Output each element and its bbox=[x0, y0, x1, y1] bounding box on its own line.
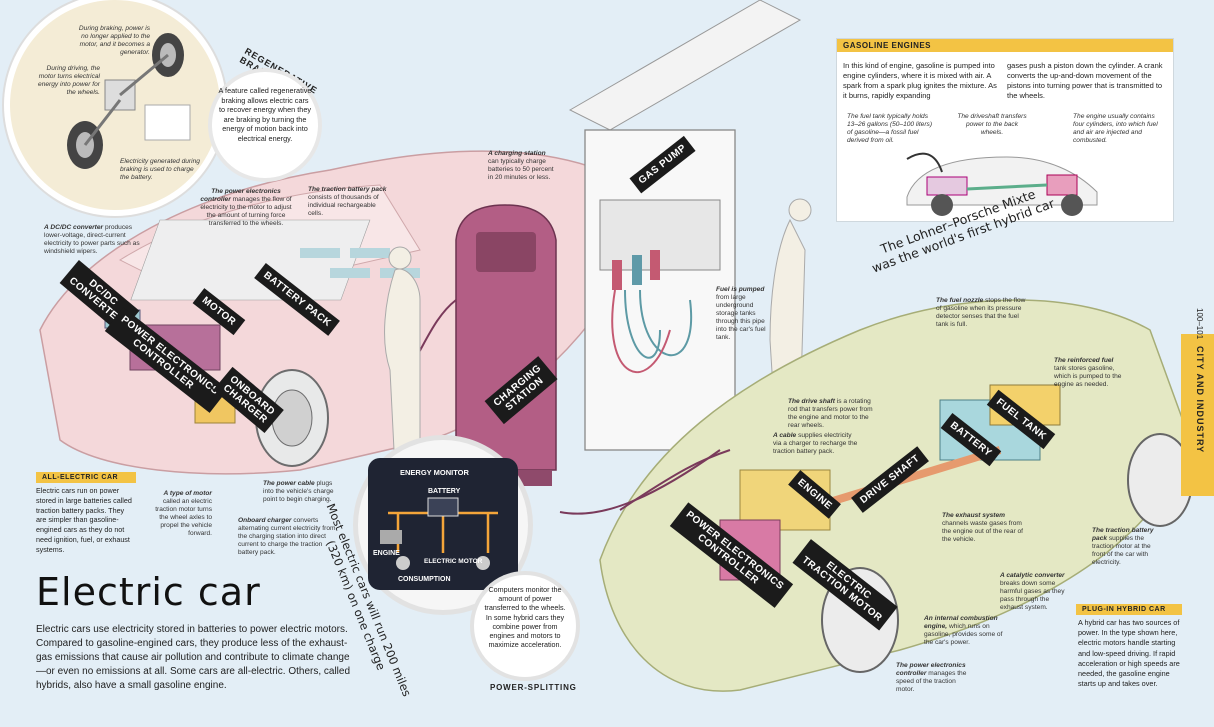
section-side-tab: CITY AND INDUSTRY bbox=[1181, 334, 1214, 496]
energy-motor-label: ELECTRIC MOTOR bbox=[424, 558, 483, 565]
regen-note-3: Electricity generated during braking is … bbox=[120, 158, 200, 181]
note-charging: A charging station can typically charge … bbox=[488, 150, 554, 181]
energy-monitor-screen: ENERGY MONITOR BATTERY ENGINE ELECTRIC M… bbox=[368, 458, 518, 590]
energy-consumption-label: CONSUMPTION bbox=[398, 576, 451, 583]
charging-station-drawing bbox=[399, 204, 557, 486]
page-title: Electric car bbox=[36, 570, 261, 614]
gas-note-engine: The engine usually contains four cylinde… bbox=[1073, 113, 1158, 144]
regen-diagram bbox=[67, 33, 191, 169]
plugin-hybrid-text: A hybrid car has two sources of power. I… bbox=[1078, 618, 1180, 689]
regen-note-2: During driving, the motor turns electric… bbox=[38, 65, 100, 96]
note-ice: An internal combustion engine, which run… bbox=[924, 615, 1003, 646]
note-fuel-pumped: Fuel is pumped from large underground st… bbox=[716, 286, 766, 341]
note-onboard: Onboard charger converts alternating cur… bbox=[238, 517, 336, 556]
energy-flow-arrows bbox=[380, 497, 498, 570]
all-electric-text: Electric cars run on power stored in lar… bbox=[36, 486, 132, 554]
gas-note-tank: The fuel tank typically holds 13–26 gall… bbox=[847, 113, 933, 144]
note-power-cable: The power cable plugs into the vehicle's… bbox=[263, 480, 334, 503]
plugin-hybrid-tag: PLUG-IN HYBRID CAR bbox=[1076, 604, 1182, 615]
regen-bubble-text: A feature called regenerative braking al… bbox=[218, 86, 312, 143]
note-drive-shaft: The drive shaft is a rotating rod that t… bbox=[788, 398, 873, 429]
power-splitting-text: Computers monitor the amount of power tr… bbox=[484, 585, 566, 650]
energy-monitor-title: ENERGY MONITOR bbox=[400, 468, 469, 477]
note-cable: A cable supplies electricity via a charg… bbox=[773, 432, 858, 455]
page-numbers: 100–101 bbox=[1195, 308, 1204, 340]
energy-battery-label: BATTERY bbox=[428, 488, 461, 495]
note-reinforced: The reinforced fuel tank stores gasoline… bbox=[1054, 357, 1122, 388]
gasoline-engines-box: GASOLINE ENGINES In this kind of engine,… bbox=[836, 38, 1174, 222]
gasoline-col1: In this kind of engine, gasoline is pump… bbox=[843, 61, 997, 100]
regen-bubble: A feature called regenerative braking al… bbox=[212, 72, 318, 178]
gas-pump-drawing bbox=[568, 0, 802, 451]
note-pec-hybrid: The power electronics controller manages… bbox=[896, 662, 967, 693]
note-pec: The power electronics controller manages… bbox=[200, 188, 292, 227]
power-splitting-bubble: Computers monitor the amount of power tr… bbox=[474, 575, 576, 677]
section-side-tab-label: CITY AND INDUSTRY bbox=[1195, 346, 1205, 454]
regen-braking-circle: During braking, power is no longer appli… bbox=[10, 0, 220, 210]
note-exhaust: The exhaust system channels waste gases … bbox=[942, 512, 1024, 543]
power-splitting-title: POWER-SPLITTING bbox=[490, 683, 577, 692]
gasoline-engines-tag: GASOLINE ENGINES bbox=[837, 39, 1173, 52]
gas-note-driveshaft: The driveshaft transfers power to the ba… bbox=[957, 113, 1027, 136]
energy-engine-label: ENGINE bbox=[373, 550, 400, 557]
note-motor-type: A type of motor called an electric tract… bbox=[155, 490, 212, 537]
all-electric-tag: ALL-ELECTRIC CAR bbox=[36, 472, 136, 483]
note-traction-pack: The traction battery pack consists of th… bbox=[308, 186, 387, 217]
gasoline-car-drawing bbox=[906, 152, 1098, 216]
regen-note-1: During braking, power is no longer appli… bbox=[78, 25, 150, 56]
note-catalytic: A catalytic converter breaks down some h… bbox=[1000, 572, 1065, 611]
note-dcdc: A DC/DC converter produces lower-voltage… bbox=[44, 224, 140, 255]
note-traction-battery: The traction battery pack supplies the t… bbox=[1092, 527, 1154, 566]
page-intro: Electric cars use electricity stored in … bbox=[36, 624, 351, 691]
note-fuel-nozzle: The fuel nozzle stops the flow of gasoli… bbox=[936, 297, 1026, 328]
gasoline-col2: gases push a piston down the cylinder. A… bbox=[1007, 61, 1163, 100]
